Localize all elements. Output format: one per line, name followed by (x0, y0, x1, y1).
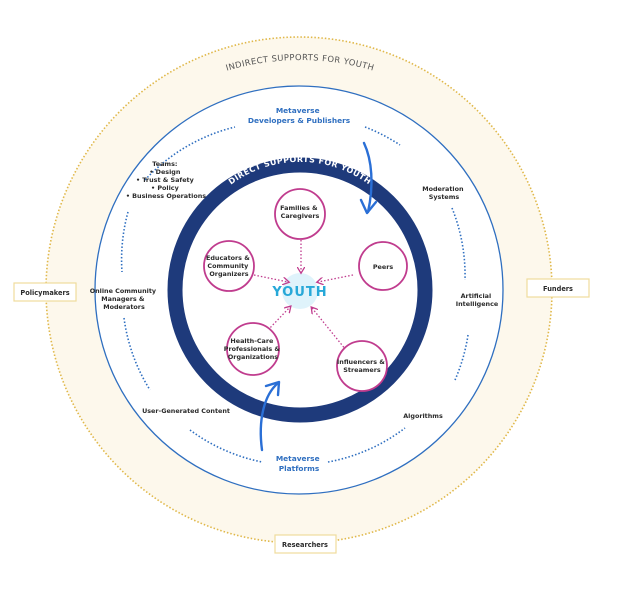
node-educators: Educators & Community Organizers (203, 240, 255, 292)
svg-text:Policymakers: Policymakers (20, 289, 69, 297)
middle-dotted-arcs (120, 126, 469, 463)
svg-text:Health-Care Professional: Health-Care Professionals & Organization… (224, 337, 282, 361)
dotted-arc-bottom-right (327, 427, 406, 463)
connectors (253, 240, 354, 351)
box-policymakers: Policymakers (13, 282, 77, 302)
youth-label: YOUTH (271, 285, 327, 300)
node-health-care: Health-Care Professionals & Organization… (224, 322, 282, 376)
platforms-heading: Metaverse Platforms (276, 454, 322, 473)
dotted-arc-bottom-left (189, 429, 263, 463)
box-funders: Funders (526, 278, 590, 298)
svg-text:Researchers: Researchers (282, 541, 328, 549)
developers-heading: Metaverse Developers & Publishers (248, 106, 351, 125)
node-peers: Peers (358, 241, 408, 291)
moderation-label: Moderation Systems (422, 185, 466, 201)
svg-text:Families & Caregivers: Families & Caregivers (280, 204, 320, 220)
teams-list: Teams: • Design • Trust & Safety • Polic… (126, 160, 206, 200)
node-families: Families & Caregivers (274, 188, 326, 240)
dotted-arc-top-right (364, 126, 401, 146)
dotted-arc-left-lower (123, 317, 151, 391)
svg-text:Influencers & Streamers: Influencers & Streamers (337, 358, 387, 374)
svg-text:Peers: Peers (373, 263, 394, 271)
user-generated-label: User-Generated Content (142, 407, 230, 415)
svg-text:Educators & Community: Educators & Community Organizers (206, 254, 252, 278)
connector-peers (318, 274, 354, 282)
algorithms-label: Algorithms (403, 412, 443, 420)
svg-text:Funders: Funders (543, 285, 573, 293)
dotted-arc-top-left (144, 126, 236, 181)
arrow-down-icon (359, 141, 378, 215)
ai-label: Artificial Intelligence (456, 292, 499, 308)
box-researchers: Researchers (274, 534, 337, 554)
online-community-label: Online Community Managers & Moderators (90, 287, 159, 311)
youth-center (282, 273, 318, 309)
dotted-arc-left-upper (120, 211, 129, 273)
arrow-up-icon (259, 380, 281, 452)
node-influencers: Influencers & Streamers (336, 340, 388, 392)
connector-educators (253, 274, 288, 282)
